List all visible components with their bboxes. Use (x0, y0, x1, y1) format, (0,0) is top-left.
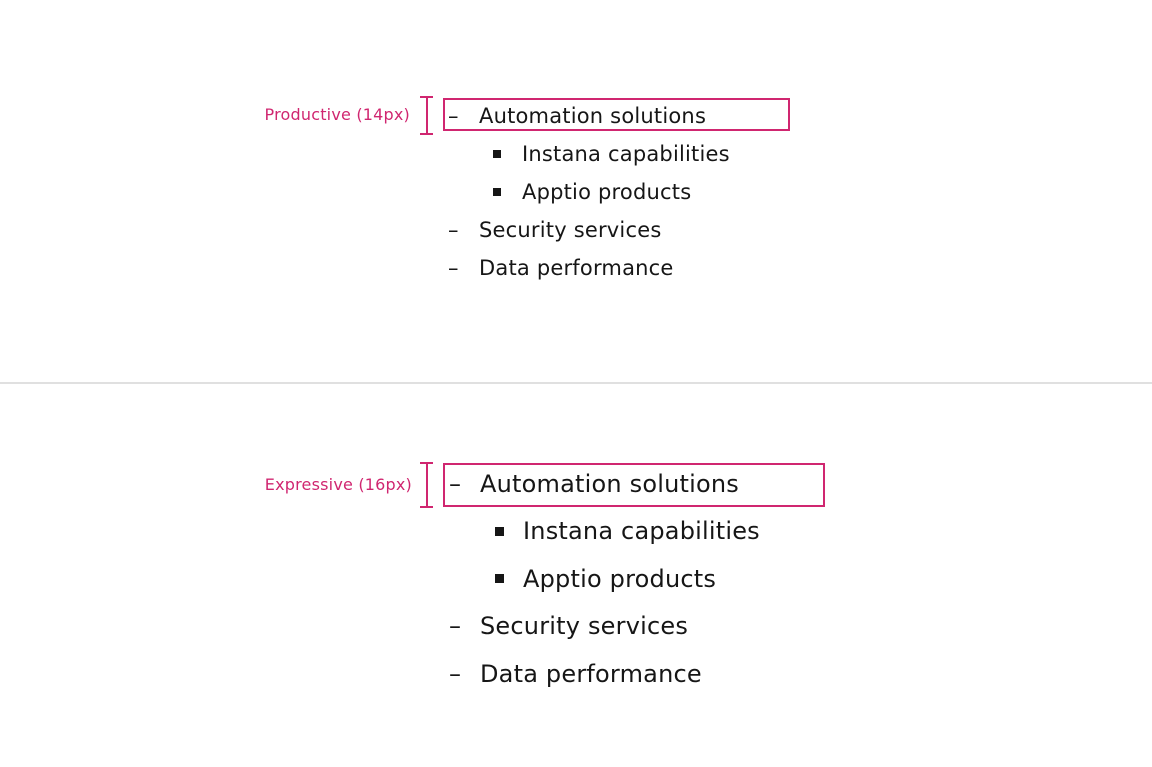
square-bullet-icon (495, 526, 504, 536)
list-item: –Automation solutions (448, 97, 730, 135)
annotation-label-expressive: Expressive (16px) (264, 475, 412, 494)
list-item: –Automation solutions (449, 460, 760, 508)
square-bullet-marker (495, 526, 523, 536)
list-item-text: Instana capabilities (523, 517, 760, 546)
list-item: –Data performance (449, 650, 760, 698)
list-item: Apptio products (493, 173, 730, 211)
bracket-stem (425, 462, 428, 508)
square-bullet-icon (493, 150, 501, 158)
list-item-text: Apptio products (522, 180, 692, 204)
square-bullet-icon (493, 188, 501, 196)
list-item-text: Security services (480, 612, 689, 641)
list-item: Instana capabilities (493, 135, 730, 173)
dash-marker: – (448, 104, 459, 128)
list-item: –Security services (448, 211, 730, 249)
font-size-bracket-icon (420, 462, 433, 508)
dash-marker: – (449, 612, 462, 641)
dash-marker: – (449, 659, 462, 688)
annotation-label-productive: Productive (14px) (264, 105, 410, 124)
square-bullet-marker (493, 150, 522, 158)
bracket-stem (425, 96, 428, 135)
square-bullet-marker (493, 188, 522, 196)
square-bullet-marker (495, 574, 523, 584)
list-item: –Data performance (448, 249, 730, 287)
list-item-text: Automation solutions (479, 104, 707, 128)
list-item-text: Automation solutions (480, 469, 739, 498)
list-item: –Security services (449, 603, 760, 651)
list-item: Instana capabilities (495, 508, 760, 556)
list-item-text: Data performance (480, 659, 702, 688)
highlight-box (443, 463, 825, 507)
list-item-text: Apptio products (523, 564, 717, 593)
dash-marker: – (449, 469, 462, 498)
list-item-text: Security services (479, 218, 662, 242)
highlight-box (443, 98, 790, 131)
list-item: Apptio products (495, 555, 760, 603)
list-item-text: Data performance (479, 256, 674, 280)
dash-marker: – (448, 256, 459, 280)
square-bullet-icon (495, 574, 504, 584)
dash-marker: – (448, 218, 459, 242)
list-item-text: Instana capabilities (522, 142, 730, 166)
section-divider (0, 382, 1152, 384)
font-size-bracket-icon (420, 96, 433, 135)
